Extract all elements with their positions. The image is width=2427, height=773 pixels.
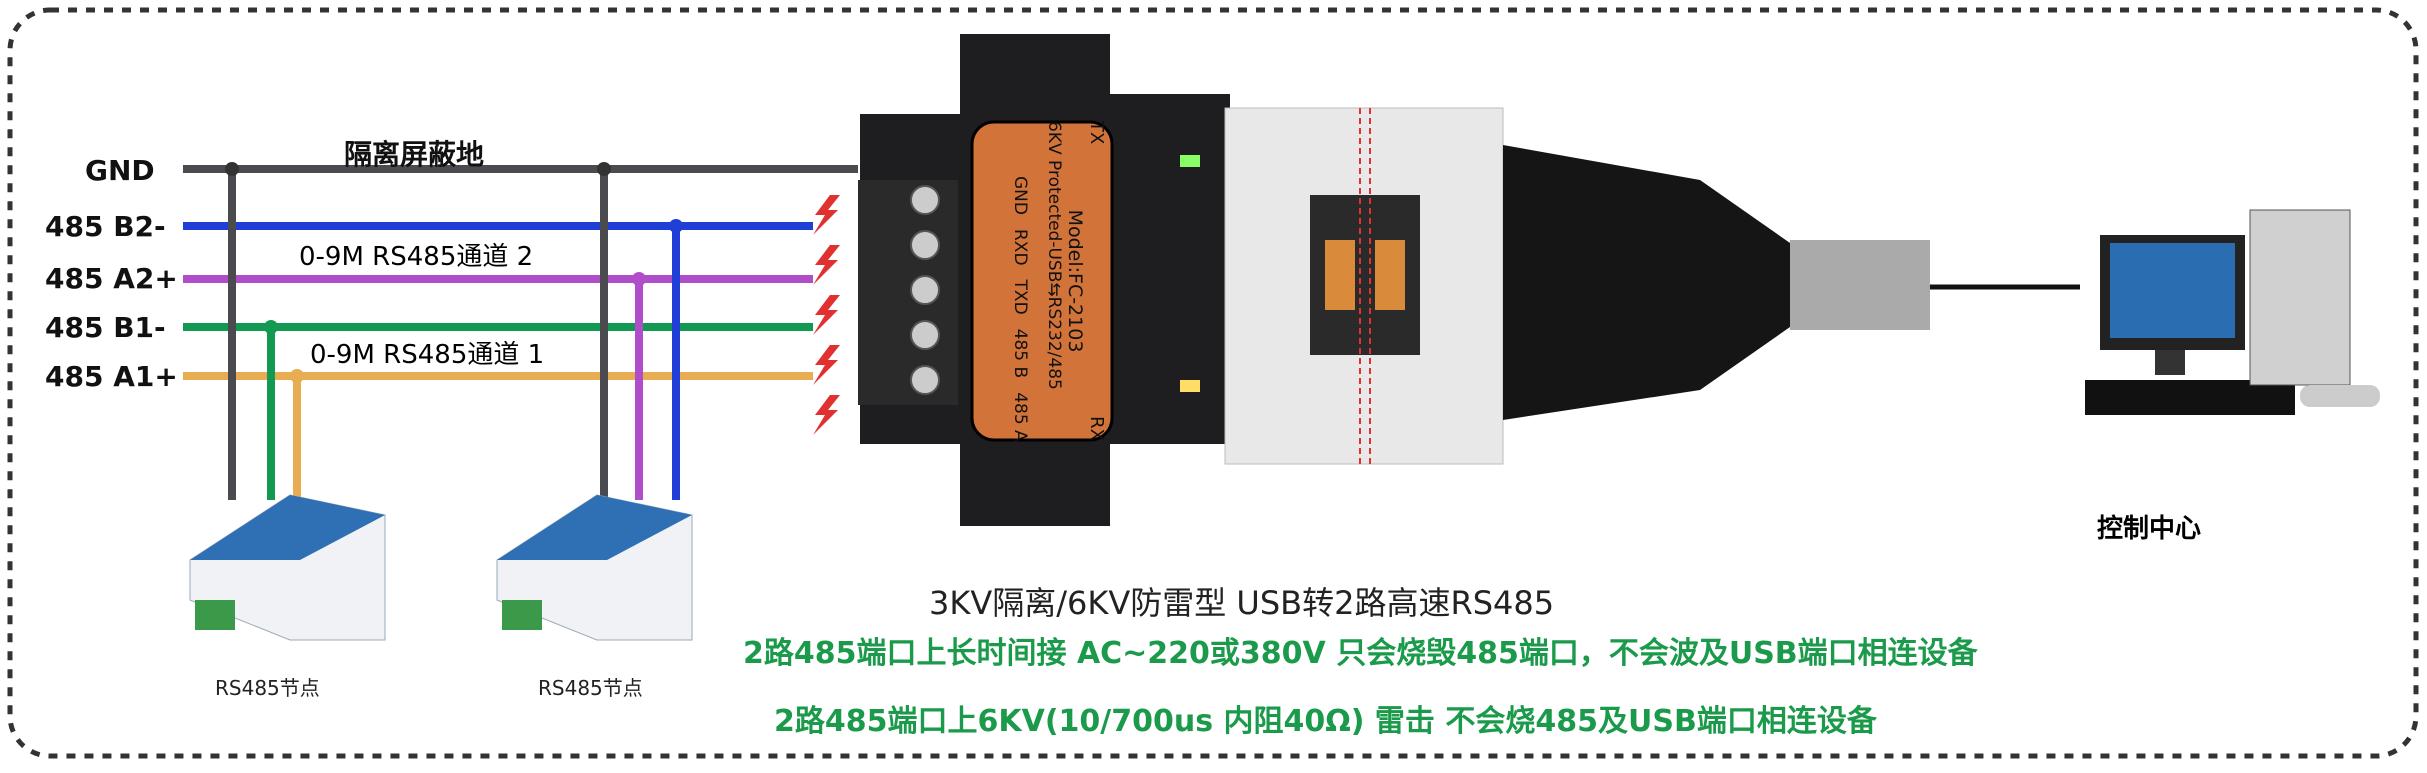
- wire-label-b2: 485 B2-: [45, 210, 166, 243]
- pin-label: GND: [1010, 176, 1030, 215]
- rx-label: RX: [1086, 416, 1107, 441]
- note-ac-protection: 2路485端口上长时间接 AC~220或380V 只会烧毁485端口，不会波及U…: [743, 636, 1978, 671]
- dashed-border: [7, 7, 2419, 759]
- rs485-node-1: [189, 494, 386, 641]
- computer-icon: [2085, 209, 2380, 415]
- usb-cable-connector: [1503, 145, 1800, 420]
- device-label: [970, 120, 1114, 442]
- tx-label: TX: [1086, 121, 1107, 145]
- node-label-2: RS485节点: [538, 676, 643, 700]
- note-surge-protection: 2路485端口上6KV(10/700us 内阻40Ω) 雷击 不会烧485及US…: [774, 704, 1877, 739]
- terminal-block: [858, 180, 958, 405]
- wire-label-a2: 485 A2+: [45, 262, 178, 295]
- rs485-node-2: [496, 494, 693, 641]
- channel2-label: 0-9M RS485通道 2: [299, 242, 534, 272]
- pin-label: TXD: [1010, 279, 1030, 315]
- headline: 3KV隔离/6KV防雷型 USB转2路高速RS485: [929, 584, 1555, 622]
- shield-label: 隔离屏蔽地: [344, 138, 485, 171]
- computer-label: 控制中心: [2097, 514, 2202, 544]
- lightning-icons: [813, 195, 840, 435]
- protection-label: 6KV Protected-USB⇆RS232/485: [1044, 121, 1064, 390]
- device-label-text: TX RX Model:FC-2103 6KV Protected-USB⇆RS2…: [977, 121, 1107, 442]
- wire-label-gnd: GND: [85, 154, 155, 187]
- wire-label-a1: 485 A1+: [45, 360, 178, 393]
- pin-label: RXD: [1010, 228, 1030, 266]
- pin-label: 485 A: [1010, 392, 1030, 442]
- node-label-1: RS485节点: [215, 676, 320, 700]
- pin-label: 485 B: [1010, 328, 1030, 379]
- channel1-label: 0-9M RS485通道 1: [310, 340, 545, 370]
- model-label: Model:FC-2103: [1064, 209, 1086, 353]
- wire-label-b1: 485 B1-: [45, 311, 166, 344]
